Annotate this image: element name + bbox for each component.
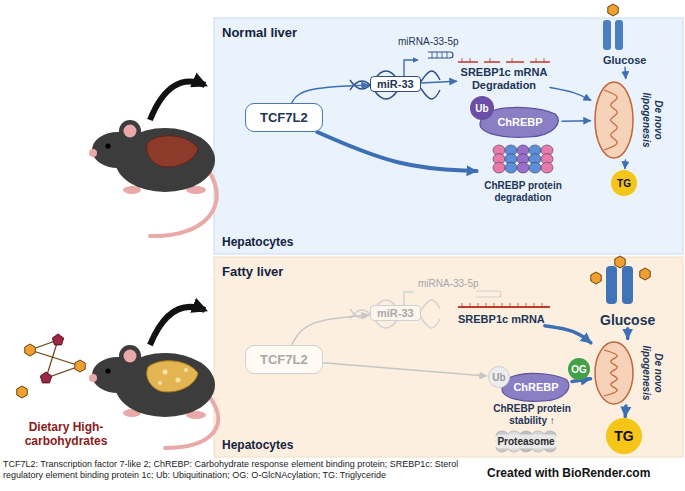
connector-arrow	[624, 67, 626, 78]
connector-arrow	[545, 326, 591, 343]
lipogenesis-organelle: De novo lipogenesis	[592, 340, 664, 406]
connector-arrow	[317, 132, 476, 171]
panel-heading: Hepatocytes	[222, 235, 293, 249]
fatty-panel-ground	[214, 257, 683, 457]
mir33-gene-bottom	[350, 292, 440, 328]
triglyceride-circle: TG	[611, 170, 637, 196]
connector-arrow	[626, 329, 630, 339]
connector-arrow	[292, 315, 369, 345]
connector-arrow	[624, 160, 626, 169]
metabolite-label: Glucose	[603, 54, 646, 67]
node-text: TCF7L2	[260, 110, 308, 125]
node-text: TG	[614, 428, 633, 444]
connector-arrow	[421, 81, 457, 83]
panel-normal-liver: Normal liverHepatocytes TCF7L2 miR-33 SREBP…	[214, 18, 683, 254]
mirna-label: miRNA-33-5p	[418, 278, 479, 290]
metabolite-label: Glucose	[600, 312, 655, 329]
proteasome: Proteasome	[478, 428, 574, 455]
connector-arrow	[292, 85, 369, 103]
process-box: TCF7L2	[245, 103, 323, 132]
panel-heading: Normal liver	[222, 25, 297, 40]
panel-heading: Hepatocytes	[222, 438, 293, 452]
lipogenesis-organelle: De novo lipogenesis	[592, 80, 664, 160]
srebp1c-mrna-bottom	[458, 303, 550, 307]
mrna-label: SREBP1c mRNA	[458, 313, 545, 326]
oglcnac-circle: OG	[568, 358, 590, 380]
gene-label: miR-33	[370, 305, 421, 321]
node-text: miR-33	[377, 78, 414, 90]
node-text: Ub	[492, 372, 505, 383]
node-text: ChREBP	[513, 381, 558, 393]
node-text: SREBP1c mRNA	[458, 313, 545, 326]
node-text: Glucose	[600, 312, 655, 329]
normal-panel-ground	[214, 18, 683, 254]
node-text: ChREBP protein degradation	[478, 180, 568, 204]
node-text: Proteasome	[497, 436, 554, 447]
credit-label: Created with BioRender.com	[487, 466, 650, 480]
glucose-transporter-top	[603, 4, 623, 50]
mirna-hairpin-bottom	[476, 291, 501, 297]
panel-heading: Fatty liver	[222, 264, 283, 279]
mouse-normal	[89, 82, 217, 237]
stability-label: ChREBP protein stability ↑	[486, 403, 578, 427]
node-text: ChREBP	[497, 116, 542, 128]
abbreviation-footnote: TCF7L2: Transcription factor 7-like 2; C…	[3, 459, 481, 481]
triglyceride-circle: TG	[606, 418, 642, 454]
node-text: De novo lipogenesis	[640, 344, 664, 402]
node-text: Glucose	[603, 54, 646, 67]
connector-arrow	[550, 87, 591, 100]
mirna-label: miRNA-33-5p	[398, 36, 459, 48]
node-text: De novo lipogenesis	[640, 84, 664, 156]
mrna-label: SREBP1c mRNA Degradation	[458, 66, 550, 92]
ubiquitin-circle: Ub	[470, 96, 494, 120]
node-text: TG	[617, 178, 631, 189]
protein-blob: ChREBP	[500, 372, 572, 402]
diet-label: Dietary High-carbohydrates	[4, 420, 128, 449]
carbohydrate-icons	[17, 334, 85, 398]
node-text: SREBP1c mRNA Degradation	[458, 66, 550, 92]
node-text: miR-33	[377, 307, 414, 319]
mirna-hairpin-top	[428, 52, 453, 58]
connector-arrow	[562, 120, 591, 122]
mouse-fatty	[89, 307, 218, 448]
glucose-transporter-bottom	[591, 256, 650, 304]
connector-arrow	[623, 406, 627, 417]
proteasome: ChREBP protein degradation	[478, 142, 568, 204]
ubiquitin-circle: Ub	[488, 366, 510, 388]
srebp1c-mrna-top	[458, 58, 550, 62]
mir33-gene-top	[350, 60, 440, 99]
process-box: TCF7L2	[245, 345, 323, 374]
node-text: Ub	[475, 103, 488, 114]
connector-arrow	[323, 363, 487, 376]
node-text: TCF7L2	[260, 352, 308, 367]
gene-label: miR-33	[370, 76, 421, 92]
node-text: OG	[571, 364, 587, 375]
